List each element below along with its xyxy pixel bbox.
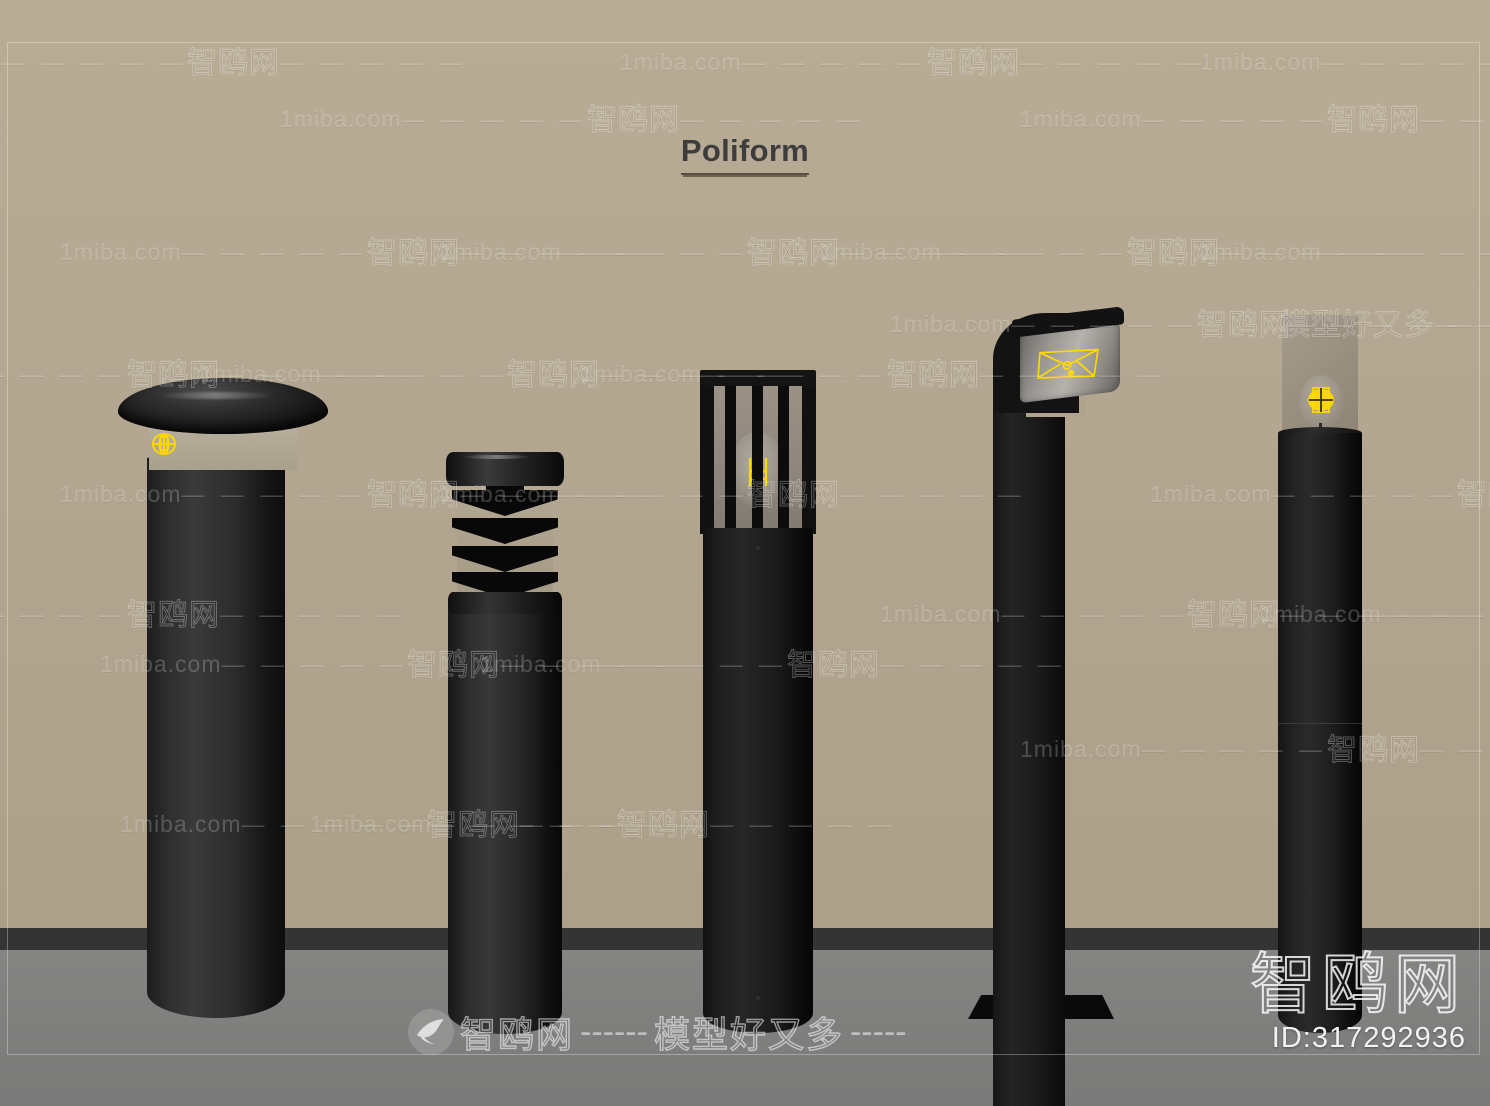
lamp2-cylinder (448, 604, 562, 1034)
lamp1-bulb-row (149, 424, 297, 464)
lamp5-seam-line (1278, 723, 1362, 724)
lamp-panel-top-bollard (1278, 315, 1378, 1035)
title-wrapper: Poliform (0, 133, 1490, 175)
lamp3-cage-bar (700, 378, 714, 534)
lamp4-slab-shaft (993, 400, 1065, 1106)
light-bulb-icon (151, 431, 177, 457)
lamp-curved-head-post (968, 305, 1128, 1106)
lamp5-cylinder (1278, 433, 1362, 1033)
lamp3-cage-bar (725, 378, 736, 534)
lamp1-cylinder (147, 458, 285, 1018)
lamp1-cap-highlight (156, 392, 276, 399)
lamp-mushroom-cap-bollard (118, 370, 328, 1040)
lamp3-screw (756, 996, 760, 1000)
lamp3-cylinder (703, 528, 813, 1033)
envelope-light-icon (1036, 339, 1102, 394)
page-title: Poliform (680, 133, 810, 175)
lamp-louvre-bollard (440, 452, 570, 1042)
lamp3-cage-bar (752, 378, 763, 534)
lamp3-cage-bar (802, 378, 816, 534)
lamp-lantern-cage-bollard (698, 370, 818, 1035)
lamp3-cage-top (700, 370, 816, 386)
lamp1-body (147, 452, 285, 1018)
lamp2-cap-highlight (462, 455, 532, 459)
lamp2-disc-cap (446, 452, 564, 486)
lamp3-cage-bar (778, 378, 789, 534)
lamp2-collar-ring (448, 592, 562, 614)
lamp3-screw (756, 546, 760, 550)
lamp1-disc-cap (118, 378, 328, 434)
lamp4-light-panel (1020, 320, 1120, 404)
light-bulb-icon (1307, 383, 1335, 417)
